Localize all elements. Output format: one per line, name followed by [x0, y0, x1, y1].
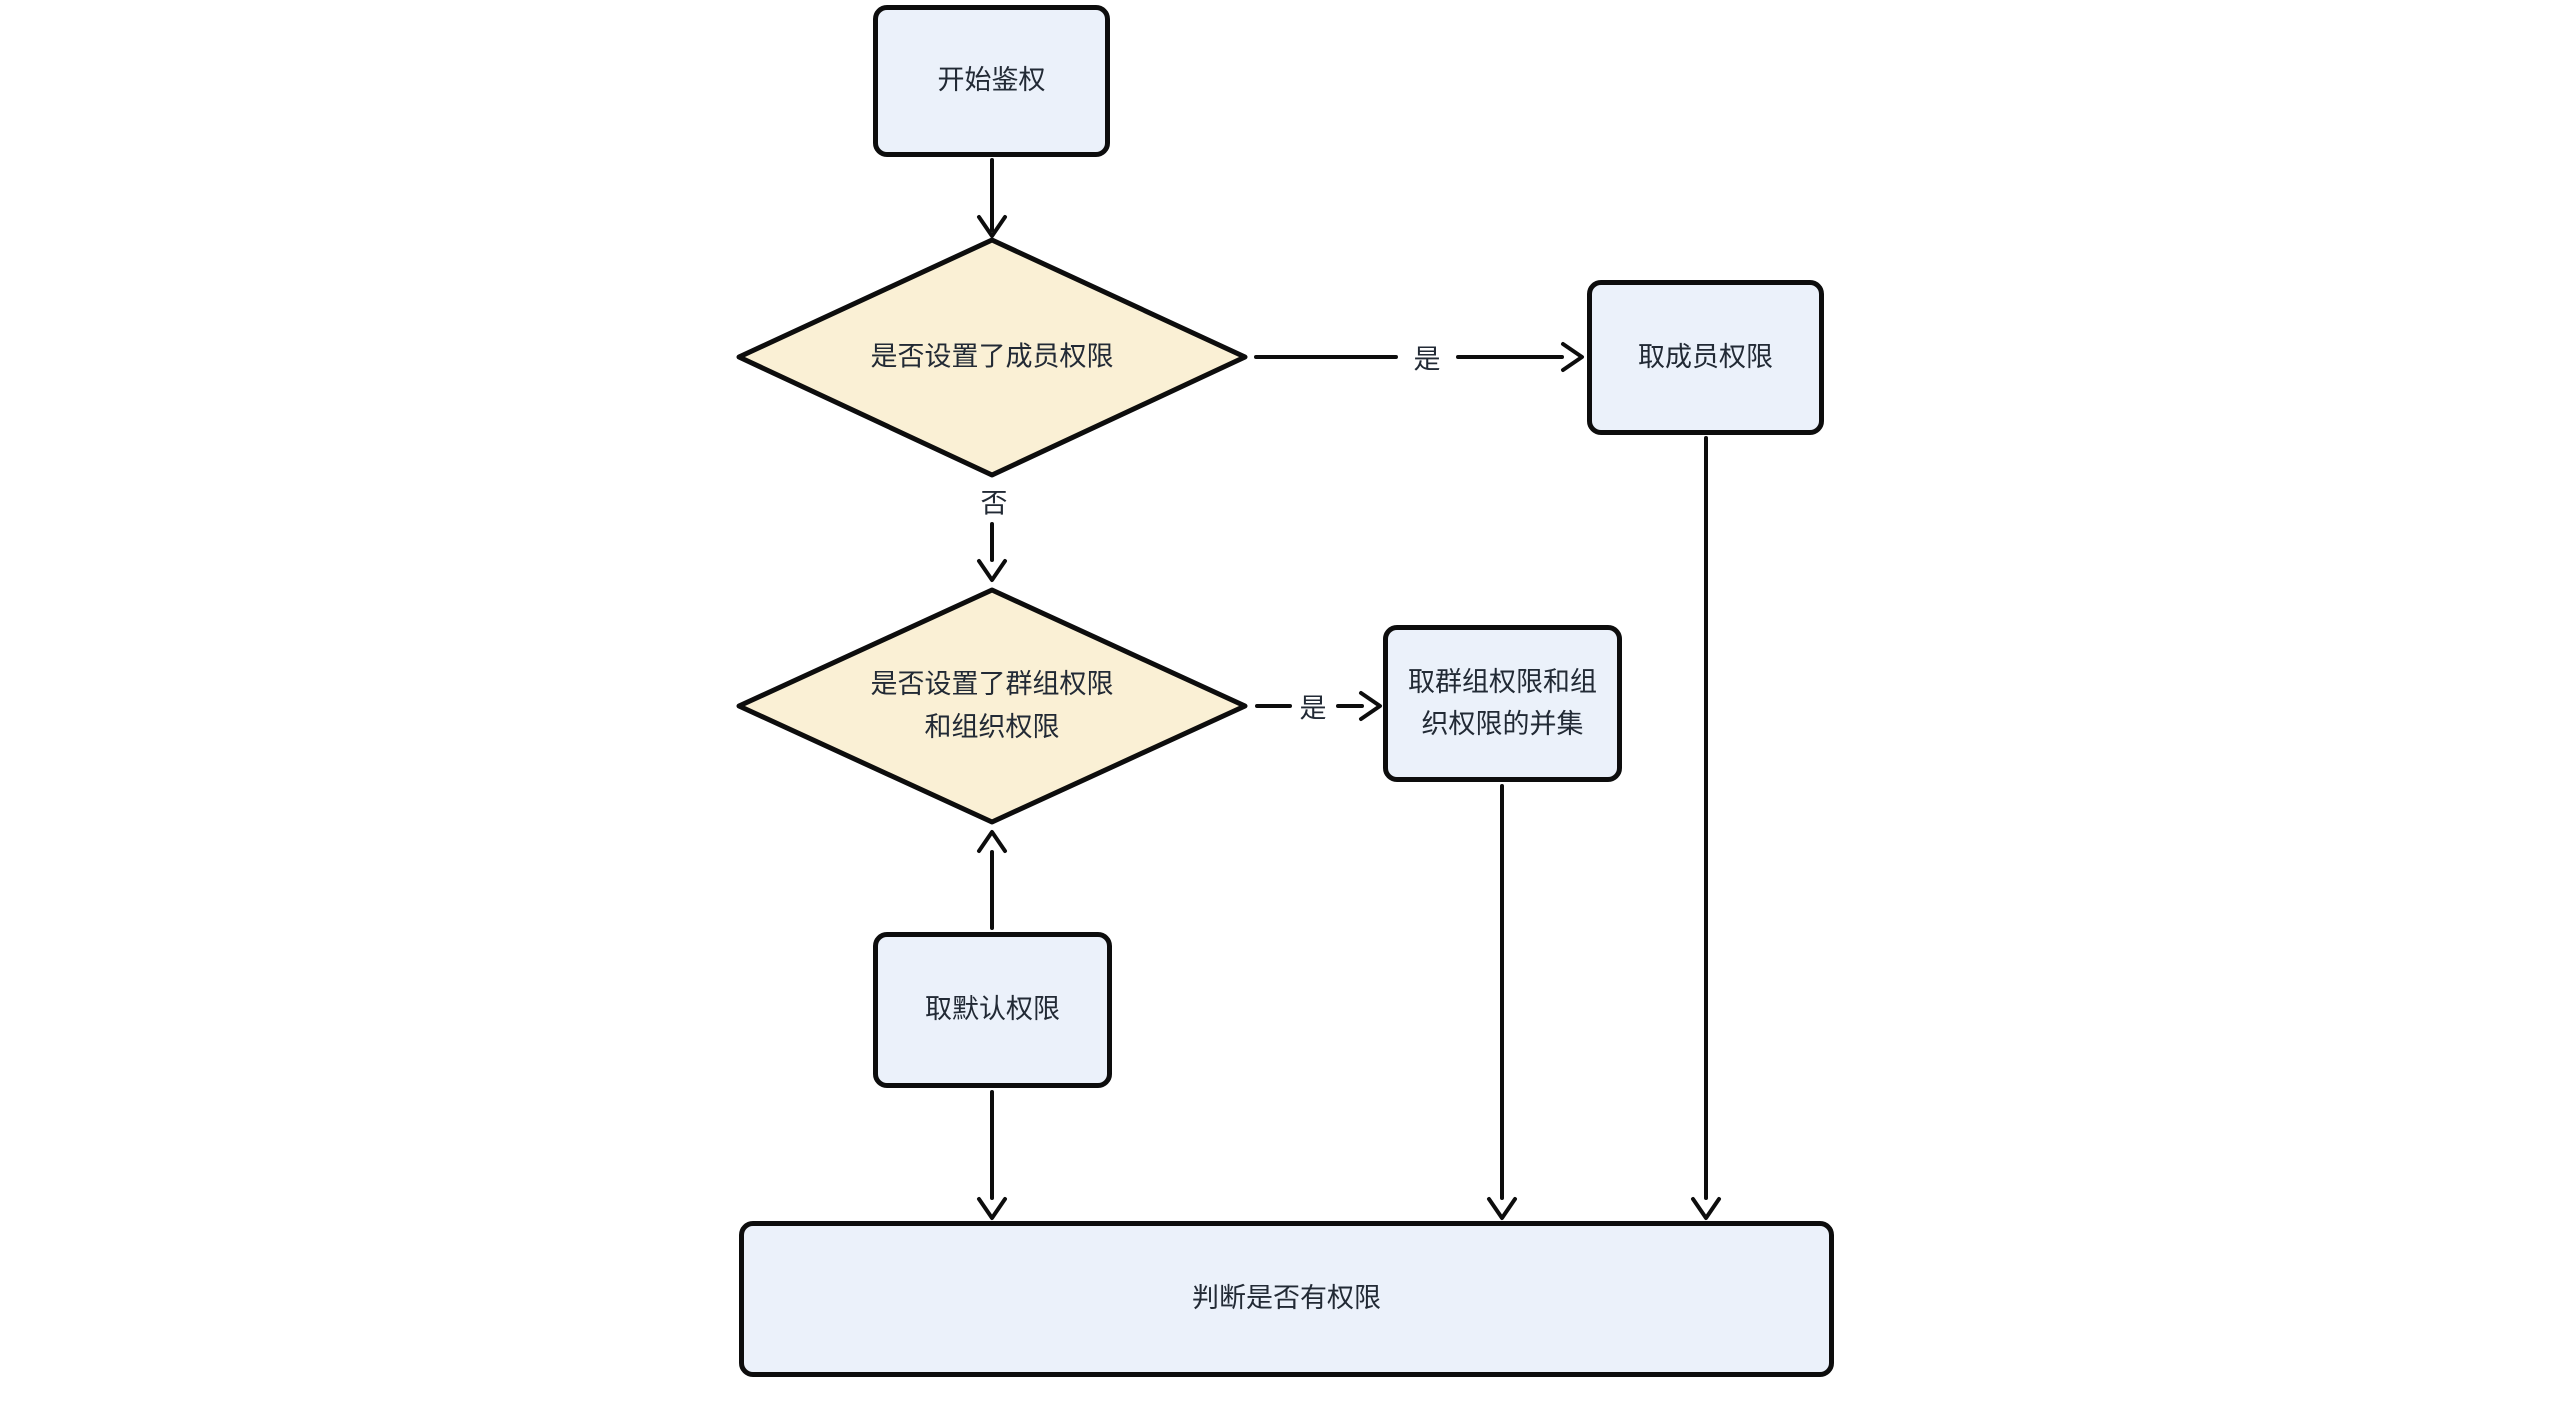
decision-group-org-label-wrap: 是否设置了群组权限 和组织权限 — [871, 663, 1114, 749]
decision-member-label: 是否设置了成员权限 — [870, 341, 1114, 372]
node-get-default-label: 取默认权限 — [925, 994, 1060, 1025]
decision-member-label-wrap: 是否设置了成员权限 — [871, 335, 1114, 378]
edge-label-yes-member: 是 — [1411, 337, 1443, 377]
node-start: 开始鉴权 — [873, 5, 1110, 157]
node-check-permission: 判断是否有权限 — [739, 1221, 1834, 1377]
arrowhead-down-check-from-union — [1487, 1197, 1517, 1220]
arrowhead-down-check-from-member — [1691, 1197, 1721, 1220]
node-get-member: 取成员权限 — [1587, 280, 1824, 435]
edges-group — [977, 158, 1721, 1220]
decision-group-org-shape — [736, 587, 1248, 825]
node-get-group-org-union: 取群组权限和组 织权限的并集 — [1383, 625, 1622, 782]
arrowhead-up-decision-group-org — [977, 830, 1007, 853]
arrowhead-down-decision-member — [977, 215, 1007, 238]
arrowhead-right-union-box — [1359, 691, 1382, 721]
decision-member-shape — [736, 237, 1248, 478]
decision-group-org-label-line1: 是否设置了群组权限 — [870, 668, 1114, 699]
arrowhead-right-get-member — [1561, 342, 1584, 372]
arrowhead-down-decision-group-org — [977, 559, 1007, 582]
node-get-default: 取默认权限 — [873, 932, 1112, 1088]
node-check-permission-label: 判断是否有权限 — [1192, 1283, 1381, 1314]
node-start-label: 开始鉴权 — [937, 65, 1046, 96]
edge-label-no-member: 否 — [978, 481, 1010, 521]
arrowhead-down-check-from-default — [977, 1197, 1007, 1220]
edge-label-yes-group: 是 — [1297, 686, 1329, 726]
node-get-group-org-union-label-line1: 取群组权限和组 — [1408, 666, 1597, 697]
node-get-group-org-union-label-line2: 织权限的并集 — [1421, 708, 1584, 739]
node-get-member-label: 取成员权限 — [1638, 341, 1773, 372]
decision-group-org-label-line2: 和组织权限 — [924, 712, 1060, 742]
